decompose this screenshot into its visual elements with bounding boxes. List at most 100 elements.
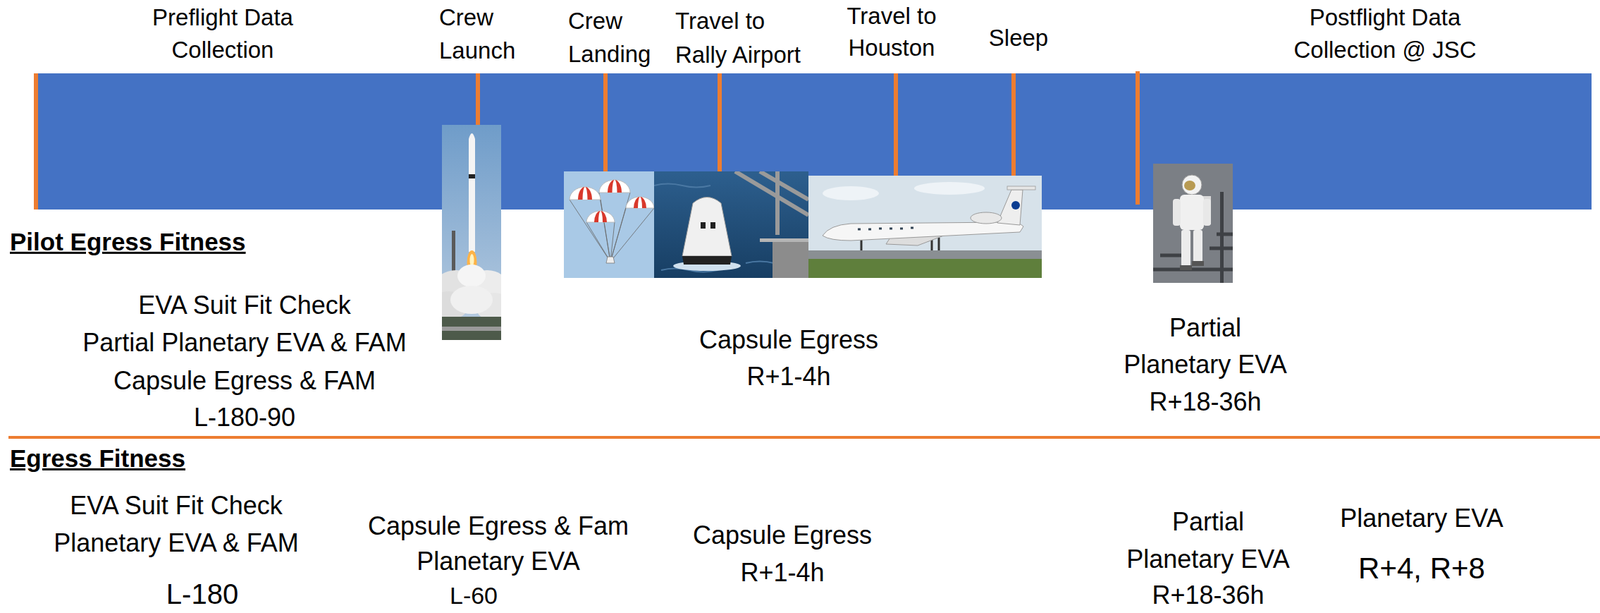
phase-label: Crew	[439, 4, 494, 32]
tick	[1135, 71, 1140, 205]
capsule-water-photo	[654, 171, 809, 278]
background	[1153, 163, 1233, 283]
waves	[654, 183, 774, 273]
phase-label: Rally Airport	[675, 41, 801, 69]
capsule-trunk	[682, 255, 732, 265]
phase-label: Landing	[568, 40, 651, 68]
phase-label: Collection @ JSC	[1293, 36, 1476, 64]
task-label: R+1-4h	[746, 361, 831, 391]
phase-label: Crew	[568, 7, 623, 35]
task-label: Planetary EVA & FAM	[53, 527, 299, 557]
phase-label: Sleep	[988, 24, 1049, 52]
tick	[603, 73, 608, 172]
nasa-logo	[1011, 200, 1020, 210]
line	[610, 207, 655, 262]
chute-stripe	[577, 186, 593, 200]
tick	[893, 73, 898, 176]
leg	[1193, 229, 1203, 263]
parachute-photo	[563, 171, 655, 278]
ground	[441, 316, 502, 340]
road	[441, 326, 502, 331]
leg	[1181, 229, 1191, 267]
tick	[717, 73, 722, 174]
task-label: Planetary EVA	[416, 546, 580, 576]
capsule-body	[682, 197, 732, 257]
phase-label: Houston	[848, 34, 936, 62]
phase-label: Launch	[439, 37, 516, 65]
chute	[625, 196, 655, 208]
section-divider	[8, 435, 1600, 439]
chute-stripe	[598, 210, 603, 223]
chute-stripe	[633, 196, 647, 208]
arm	[1172, 198, 1181, 226]
grass	[808, 258, 1042, 278]
task-label: Partial	[1169, 312, 1242, 342]
task-label: Capsule Egress	[692, 520, 872, 550]
shroud-lines	[569, 192, 655, 262]
task-label: L-180	[166, 577, 239, 610]
tick	[33, 73, 39, 210]
line	[586, 222, 615, 262]
task-label: Partial Planetary EVA & FAM	[82, 327, 407, 357]
task-label: Capsule Egress & FAM	[113, 365, 376, 395]
smoke	[450, 285, 493, 314]
rail	[1220, 191, 1224, 283]
task-label: L-60	[449, 581, 498, 609]
line	[569, 199, 611, 262]
tick	[1011, 73, 1016, 176]
task-label: Planetary EVA	[1339, 503, 1503, 533]
chute-stripe	[582, 186, 588, 200]
chute	[586, 210, 615, 223]
airplane-photo	[808, 175, 1042, 278]
rocket-body	[468, 138, 476, 252]
task-label: L-180-90	[193, 402, 296, 432]
cloud	[914, 181, 985, 195]
smoke	[457, 264, 486, 287]
task-label: R+4, R+8	[1358, 551, 1486, 586]
boot	[1179, 265, 1192, 270]
phase-label: Postflight Data	[1309, 4, 1462, 32]
task-label: Capsule Egress	[699, 324, 879, 354]
rocket-photo	[429, 124, 513, 340]
crane	[735, 171, 809, 235]
runway	[808, 250, 1042, 259]
chute	[569, 186, 601, 200]
arm	[1203, 198, 1211, 226]
phase-label: Travel to	[846, 2, 937, 30]
task-label: R+18-36h	[1151, 580, 1264, 609]
line	[599, 192, 631, 262]
task-label: Planetary EVA	[1123, 349, 1287, 379]
task-label: Capsule Egress & Fam	[367, 511, 629, 540]
phase-label: Travel to	[675, 7, 765, 35]
phase-label: Preflight Data	[152, 4, 294, 32]
chute	[599, 179, 631, 193]
task-label: EVA Suit Fit Check	[69, 490, 282, 520]
chute-stripe	[612, 179, 618, 193]
helmet	[1182, 174, 1202, 195]
task-label: R+1-4h	[740, 557, 824, 587]
timeline-ticks	[33, 71, 1140, 210]
capsule-window	[710, 222, 716, 229]
chute-stripe	[607, 179, 622, 193]
chute-stripe	[637, 196, 643, 208]
engine	[970, 212, 1002, 224]
sky	[808, 175, 1042, 278]
ship-deck	[772, 241, 809, 278]
task-label: EVA Suit Fit Check	[138, 290, 351, 320]
visor	[1184, 180, 1196, 191]
boot	[1191, 260, 1204, 266]
section-header: Egress Fitness	[9, 444, 186, 473]
phase-label: Collection	[171, 36, 275, 64]
ship-rail	[759, 238, 809, 242]
rocket-band	[468, 174, 476, 179]
task-label: Partial	[1172, 506, 1245, 536]
suit-photo	[1153, 163, 1233, 283]
tailplane	[1007, 186, 1036, 190]
torso	[1179, 194, 1204, 230]
fuselage	[822, 222, 1024, 241]
task-label: R+18-36h	[1148, 386, 1261, 416]
tick	[475, 73, 480, 125]
section-header: Pilot Egress Fitness	[9, 227, 246, 256]
sky	[563, 171, 655, 278]
